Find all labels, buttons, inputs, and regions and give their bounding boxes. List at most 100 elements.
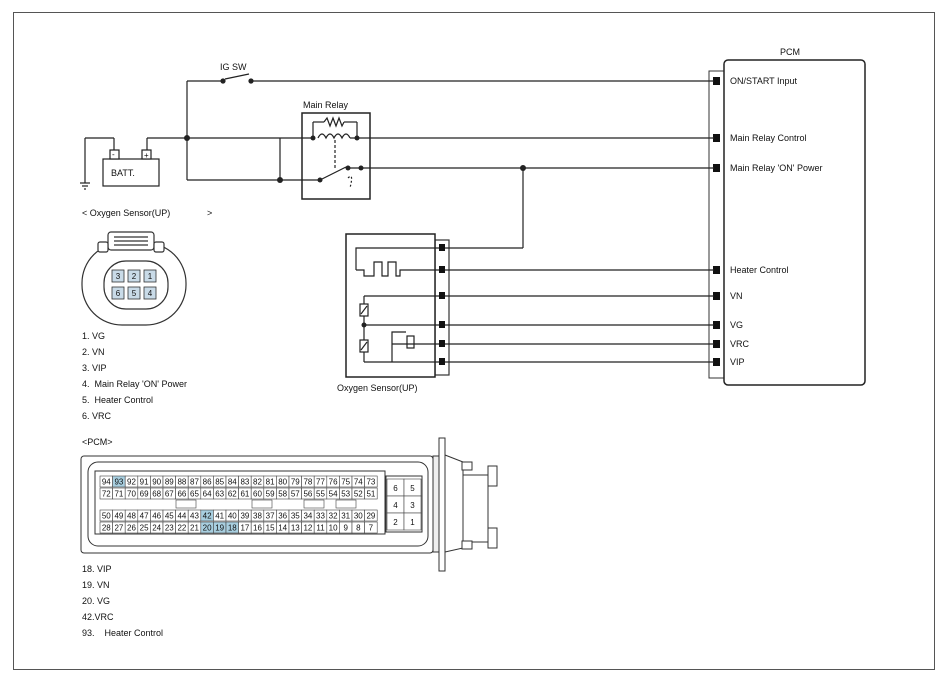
connector-pin-number: 3 xyxy=(116,272,121,281)
pcm-connector-pin-number: 88 xyxy=(177,478,186,487)
pcm-pin-terminal xyxy=(713,358,720,366)
pcm-connector-pin-number: 43 xyxy=(190,512,199,521)
pcm-connector-pin-number: 3 xyxy=(410,501,415,510)
pcm-connector-pin-number: 70 xyxy=(127,490,136,499)
battery-label: BATT. xyxy=(111,168,135,178)
pcm-pin-label: VIP xyxy=(730,357,745,367)
battery-neg: - xyxy=(112,150,115,159)
pcm-connector-pin-number: 56 xyxy=(303,490,312,499)
pcm-connector-pin-number: 87 xyxy=(190,478,199,487)
legend-item: 6. VRC xyxy=(82,411,112,421)
pcm-connector-pin-number: 8 xyxy=(356,524,361,533)
pcm-connector-pin-number: 94 xyxy=(102,478,111,487)
pcm-connector-pin-number: 77 xyxy=(316,478,325,487)
pcm-connector-pin-number: 79 xyxy=(291,478,300,487)
pcm-pin-label: Main Relay Control xyxy=(730,133,807,143)
pcm-connector-pin-number: 89 xyxy=(165,478,174,487)
pcm-connector-pin-number: 73 xyxy=(366,478,375,487)
pcm-connector-pin-number: 11 xyxy=(316,524,325,533)
pcm-connector-pin-cell xyxy=(364,521,378,534)
pcm-connector-pin-number: 76 xyxy=(329,478,338,487)
main-relay-label: Main Relay xyxy=(303,100,349,110)
pcm-connector-pin-number: 55 xyxy=(316,490,325,499)
pcm-connector-pin-number: 45 xyxy=(165,512,174,521)
pcm-connector-pin-number: 18 xyxy=(228,524,237,533)
pcm-connector-pin-number: 25 xyxy=(140,524,149,533)
pcm-connector-pin-number: 24 xyxy=(152,524,161,533)
connector-pin-number: 2 xyxy=(132,272,137,281)
connector-pin-cell xyxy=(143,269,157,283)
legend-item: 18. VIP xyxy=(82,564,112,574)
pcm-connector-pin-number: 57 xyxy=(291,490,300,499)
pcm-connector-pin-number: 58 xyxy=(278,490,287,499)
pcm-connector-pin-number: 10 xyxy=(329,524,338,533)
pcm-connector-pin-cell xyxy=(364,475,378,488)
pcm-connector-pin-number: 17 xyxy=(240,524,249,533)
pcm-pin-terminal xyxy=(713,266,720,274)
ig-sw-label: IG SW xyxy=(220,62,247,72)
pcm-connector-pin-number: 33 xyxy=(316,512,325,521)
pcm-connector-pin-number: 92 xyxy=(127,478,136,487)
connector-pin-number: 6 xyxy=(116,289,121,298)
pcm-connector-pin-number: 42 xyxy=(203,512,212,521)
pcm-pin-legend: 18. VIP 19. VN 20. VG 42.VRC 93. Heater … xyxy=(82,561,163,641)
pcm-connector-pin-number: 85 xyxy=(215,478,224,487)
pcm-connector-pin-number: 9 xyxy=(343,524,348,533)
pcm-connector-pin-number: 47 xyxy=(140,512,149,521)
pcm-connector-pin-number: 74 xyxy=(354,478,363,487)
pcm-pin-terminal xyxy=(713,134,720,142)
pcm-connector-pin-cell xyxy=(403,512,422,531)
pcm-pin-terminal xyxy=(713,321,720,329)
legend-item: 2. VN xyxy=(82,347,105,357)
pcm-connector-pin-number: 36 xyxy=(278,512,287,521)
pcm-connector-pin-number: 59 xyxy=(266,490,275,499)
pcm-pin-label: ON/START Input xyxy=(730,76,798,86)
legend-item: 5. Heater Control xyxy=(82,395,154,405)
pcm-connector-pin-number: 84 xyxy=(228,478,237,487)
pcm-connector-pin-number: 51 xyxy=(366,490,375,499)
pcm-connector-pin-number: 16 xyxy=(253,524,262,533)
connector-pin-cell xyxy=(111,269,125,283)
main-relay xyxy=(187,112,714,200)
pcm-connector-pin-cell xyxy=(364,487,378,500)
pcm-connector-pin-number: 82 xyxy=(253,478,262,487)
connector-pin-cell xyxy=(143,286,157,300)
pcm-connector-pin-number: 68 xyxy=(152,490,161,499)
pcm-connector-pin-number: 34 xyxy=(303,512,312,521)
pcm-connector-pin-number: 15 xyxy=(266,524,275,533)
legend-item: 42.VRC xyxy=(82,612,114,622)
pcm-connector-pin-number: 12 xyxy=(303,524,312,533)
pcm-connector-pin-number: 26 xyxy=(127,524,136,533)
sensor-pin-legend: 1. VG 2. VN 3. VIP 4. Main Relay 'ON' Po… xyxy=(82,328,187,424)
connector-pin-cell xyxy=(127,286,141,300)
pcm-connector-pin-number: 32 xyxy=(329,512,338,521)
pcm-connector-pin-number: 28 xyxy=(102,524,111,533)
pcm-connector-pin-number: 78 xyxy=(303,478,312,487)
connector-key xyxy=(251,499,273,509)
pcm-connector-pin-number: 21 xyxy=(190,524,199,533)
pcm-connector-pin-number: 60 xyxy=(253,490,262,499)
connector-pin-number: 5 xyxy=(132,289,137,298)
pcm-connector-pin-number: 71 xyxy=(114,490,123,499)
connector-pin-number: 1 xyxy=(148,272,153,281)
pcm-connector-pin-number: 80 xyxy=(278,478,287,487)
legend-item: 20. VG xyxy=(82,596,111,606)
pcm-connector-pin-number: 29 xyxy=(366,512,375,521)
pcm-connector-pin-number: 4 xyxy=(393,501,398,510)
pcm-connector-pin-number: 46 xyxy=(152,512,161,521)
pcm-connector-pin-number: 19 xyxy=(215,524,224,533)
pcm-connector-pin-number: 63 xyxy=(215,490,224,499)
pcm-connector-title: <PCM> xyxy=(82,437,113,447)
pcm-pin-label: VRC xyxy=(730,339,750,349)
pcm-title: PCM xyxy=(780,47,800,57)
pcm-connector-pin-number: 53 xyxy=(341,490,350,499)
sensor-terminals xyxy=(439,244,445,365)
ignition-switch xyxy=(186,73,714,180)
legend-item: 93. Heater Control xyxy=(82,628,164,638)
pcm-connector-pin-number: 62 xyxy=(228,490,237,499)
pcm-connector-pin-number: 83 xyxy=(240,478,249,487)
battery-pos: + xyxy=(144,151,149,160)
